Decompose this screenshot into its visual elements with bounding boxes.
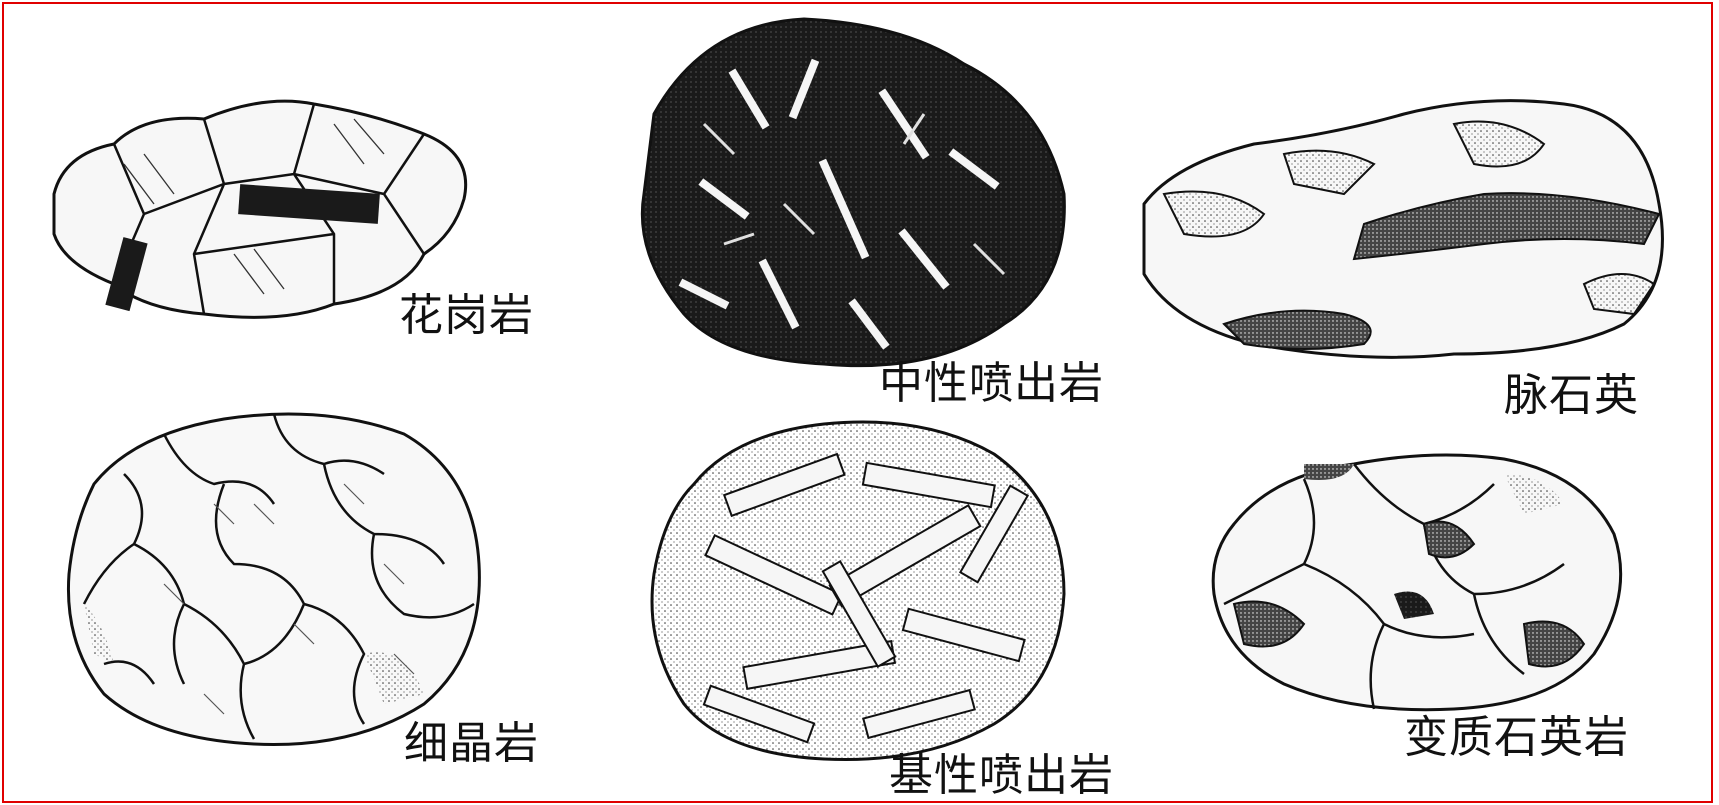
basic-volcanic-sketch (652, 422, 1064, 760)
intermediate-volcanic-sketch (642, 19, 1064, 366)
label-basic-volcanic: 基性喷出岩 (889, 754, 1114, 798)
label-metaquartzite: 变质石英岩 (1404, 716, 1629, 760)
label-granite: 花岗岩 (399, 294, 534, 338)
metaquartzite-sketch (1213, 455, 1621, 710)
label-aplite: 细晶岩 (404, 722, 539, 766)
granite-sketch (54, 101, 466, 317)
vein-quartz-sketch (1144, 101, 1662, 358)
aplite-sketch (68, 414, 479, 745)
label-intermediate-volcanic: 中性喷出岩 (879, 362, 1104, 406)
rock-sketches (4, 4, 1713, 803)
label-vein-quartz: 脉石英 (1504, 374, 1639, 418)
